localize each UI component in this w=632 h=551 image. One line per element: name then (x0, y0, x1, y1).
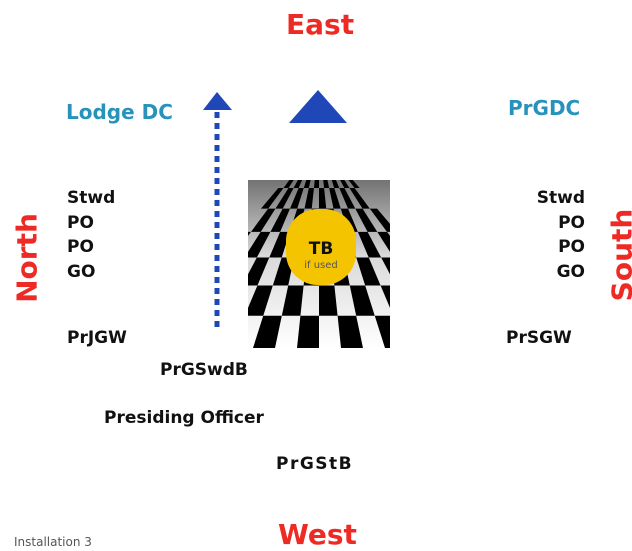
tb-sublabel: if used (286, 259, 356, 273)
prgswdb-label: PrGSwdB (160, 360, 248, 380)
presiding-officer-label: Presiding Officer (104, 408, 264, 428)
prgstb-label: PrGStB (276, 454, 353, 474)
left-list-item: PO (67, 211, 115, 236)
tb-label: TB (286, 239, 356, 259)
right-list-item: GO (537, 260, 585, 285)
dotted-arrow-head-icon (203, 92, 232, 110)
right-officer-list: Stwd PO PO GO (537, 186, 585, 284)
right-list-item: Stwd (537, 186, 585, 211)
left-list-item: Stwd (67, 186, 115, 211)
prsgw-label: PrSGW (506, 328, 572, 348)
caption: Installation 3 (14, 535, 92, 549)
east-triangle-icon (289, 90, 347, 123)
left-officer-list: Stwd PO PO GO (67, 186, 115, 284)
left-list-item: PO (67, 235, 115, 260)
right-list-item: PO (537, 235, 585, 260)
right-list-item: PO (537, 211, 585, 236)
prjgw-label: PrJGW (67, 328, 127, 348)
left-list-item: GO (67, 260, 115, 285)
tracing-board: TB if used (286, 209, 356, 285)
